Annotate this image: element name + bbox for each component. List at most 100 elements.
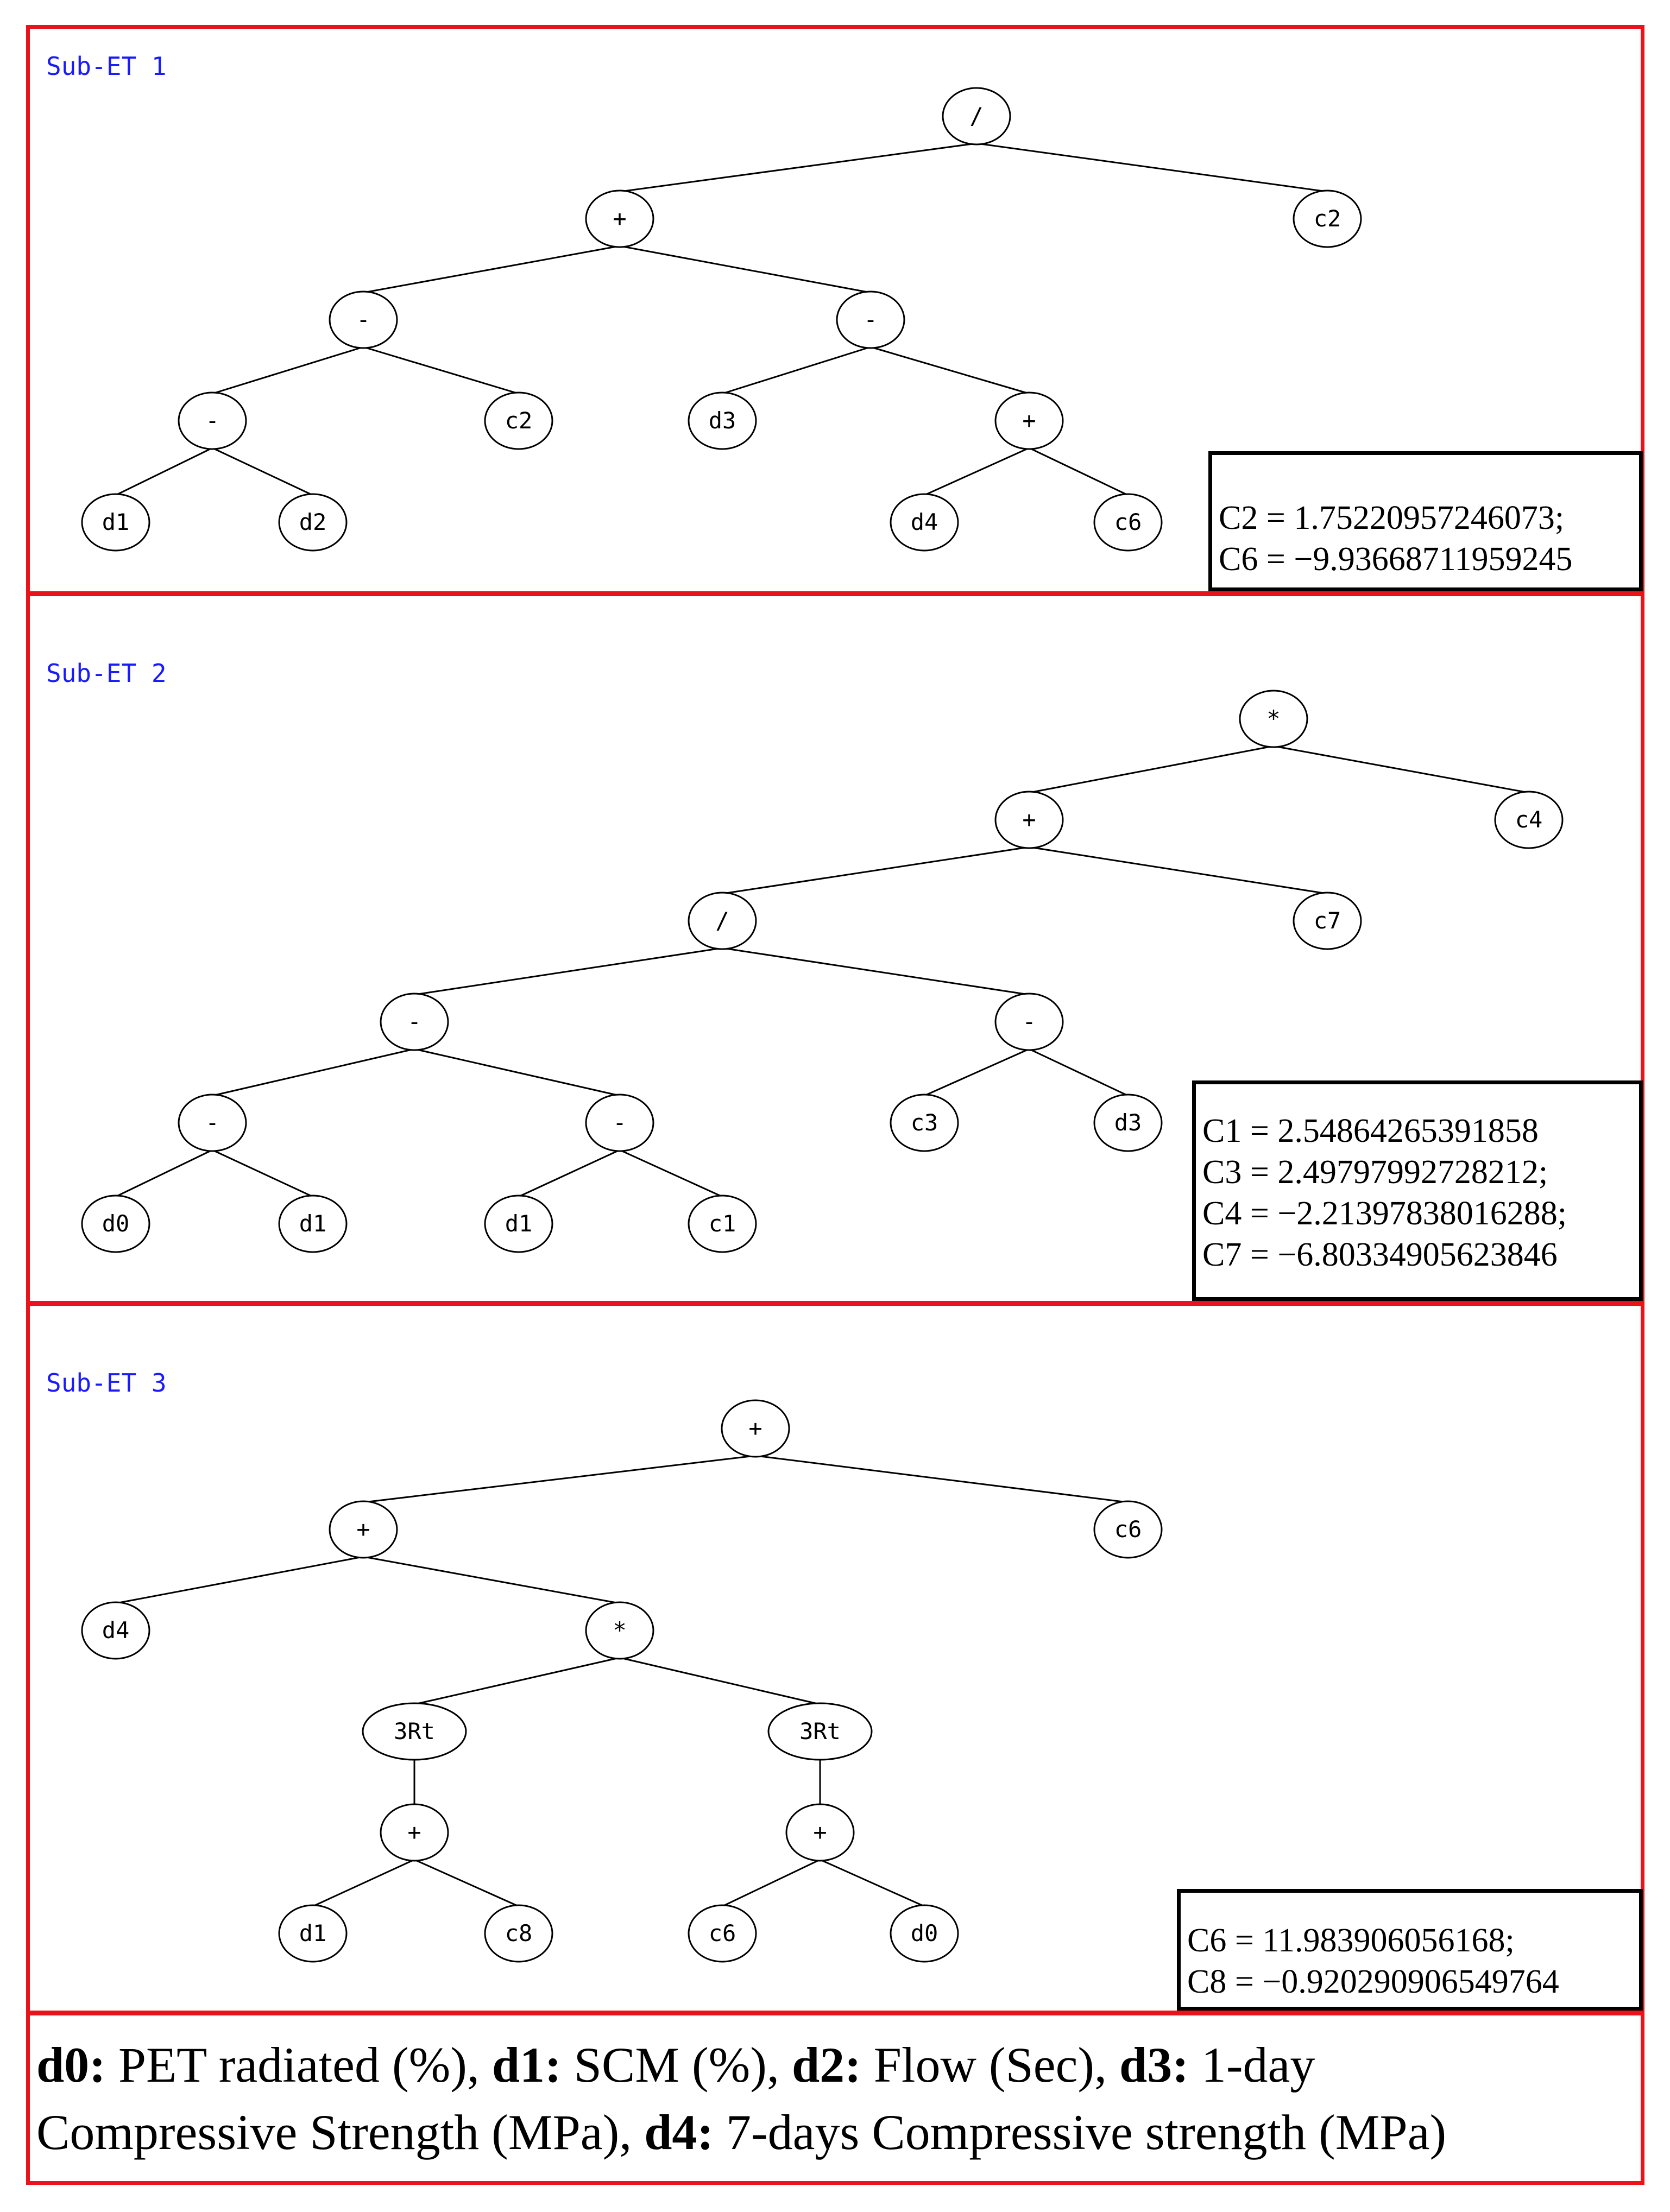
tree-edge: [115, 1149, 213, 1198]
legend-line-1: d0: PET radiated (%), d1: SCM (%), d2: F…: [36, 2035, 1315, 2095]
tree-node-label: d3: [709, 407, 736, 434]
tree-node-ellipse: [890, 1904, 959, 1963]
tree-node-label: c3: [911, 1109, 938, 1136]
tree-node-ellipse: [688, 391, 757, 450]
tree-node: c1: [688, 1195, 757, 1253]
constant-line: C3 = 2.49797992728212;: [1202, 1154, 1548, 1191]
tree-node-label: /: [969, 103, 983, 129]
tree-node-ellipse: [484, 1904, 553, 1963]
tree-node-ellipse: [890, 493, 959, 552]
tree-edge: [1029, 447, 1129, 496]
tree-node-label: d1: [299, 1920, 327, 1946]
tree-edge: [1273, 745, 1529, 794]
tree-node-label: d0: [102, 1210, 130, 1237]
tree-node-ellipse: [1093, 493, 1163, 552]
constant-line: C7 = −6.80334905623846: [1202, 1236, 1558, 1273]
legend-text-d2: Flow (Sec),: [861, 2037, 1120, 2093]
legend-text-d3: 1-day: [1188, 2037, 1315, 2093]
constant-line: C8 = −0.920290906549764: [1187, 1963, 1559, 2000]
tree-node: 3Rt: [767, 1702, 873, 1761]
tree-node-label: +: [1022, 407, 1036, 434]
constant-line: C1 = 2.54864265391858: [1202, 1113, 1539, 1149]
tree-edge: [755, 1455, 1129, 1503]
tree-node: c8: [484, 1904, 553, 1963]
tree-node-ellipse: [1239, 690, 1308, 748]
tree-node-ellipse: [278, 493, 348, 552]
tree-node-ellipse: [688, 1195, 757, 1253]
tree-edge: [619, 245, 871, 294]
tree-node: +: [585, 189, 654, 248]
tree-node-label: d3: [1114, 1109, 1142, 1136]
tree-node: 3Rt: [362, 1702, 467, 1761]
tree-edge: [870, 346, 1030, 395]
tree-node-label: c4: [1515, 806, 1543, 833]
tree-edge: [722, 947, 1030, 996]
tree-node: d3: [1093, 1094, 1163, 1152]
tree-node-ellipse: [380, 993, 449, 1051]
tree-node-ellipse: [767, 1702, 873, 1761]
tree-node-ellipse: [994, 391, 1064, 450]
tree-node: -: [994, 993, 1064, 1051]
tree-node-label: c1: [709, 1210, 736, 1237]
tree-edge: [722, 1859, 821, 1907]
tree-node: /: [688, 892, 757, 950]
tree-edge: [518, 1149, 620, 1198]
tree-node: d0: [81, 1195, 150, 1253]
tree-node-ellipse: [484, 391, 553, 450]
tree-node-label: d4: [911, 509, 938, 535]
tree-node: -: [836, 290, 905, 349]
constant-line: C6 = −9.93668711959245: [1219, 541, 1573, 578]
legend-key-d2: d2:: [791, 2037, 861, 2093]
tree-node: d0: [890, 1904, 959, 1963]
tree-node-label: -: [613, 1109, 626, 1136]
tree-node-ellipse: [81, 1601, 150, 1660]
tree-node: d1: [278, 1195, 348, 1253]
tree-node: c6: [1093, 1500, 1163, 1559]
tree-node-label: -: [205, 1109, 219, 1136]
sub-et-1-constants: C2 = 1.75220957246073; C6 = −9.936687119…: [1208, 451, 1643, 591]
tree-node: d1: [484, 1195, 553, 1253]
tree-node-ellipse: [329, 290, 398, 349]
tree-node-ellipse: [585, 189, 654, 248]
sub-et-1-label: Sub-ET 1: [46, 52, 167, 81]
sub-et-2-label: Sub-ET 2: [46, 659, 167, 688]
tree-edge: [414, 947, 723, 996]
tree-edge: [212, 1149, 313, 1198]
tree-node-label: c7: [1314, 907, 1341, 934]
tree-node: c3: [890, 1094, 959, 1152]
tree-node: *: [585, 1601, 654, 1660]
sub-et-2-constants: C1 = 2.54864265391858 C3 = 2.49797992728…: [1192, 1080, 1643, 1301]
tree-node: d4: [81, 1601, 150, 1660]
tree-edge: [414, 1657, 620, 1705]
tree-edge: [1029, 846, 1328, 895]
tree-node-ellipse: [585, 1601, 654, 1660]
tree-edge: [924, 1048, 1030, 1097]
tree-node-ellipse: [585, 1094, 654, 1152]
tree-edge: [619, 1149, 723, 1198]
tree-node-ellipse: [81, 493, 150, 552]
tree-node: -: [178, 1094, 247, 1152]
tree-node-label: -: [205, 407, 219, 434]
tree-node: c6: [1093, 493, 1163, 552]
tree-node-label: d0: [911, 1920, 938, 1946]
tree-edge: [212, 447, 313, 496]
tree-node: d3: [688, 391, 757, 450]
tree-node-ellipse: [1093, 1500, 1163, 1559]
tree-node-label: d1: [102, 509, 130, 535]
tree-node-label: -: [1022, 1008, 1036, 1035]
tree-node-ellipse: [721, 1399, 790, 1458]
tree-edge: [619, 142, 977, 193]
tree-node-label: c6: [709, 1920, 736, 1946]
tree-node: *: [1239, 690, 1308, 748]
tree-edge: [115, 447, 213, 496]
tree-node-label: d1: [505, 1210, 533, 1237]
legend-key-d0: d0:: [36, 2037, 106, 2093]
tree-edge: [722, 346, 871, 395]
tree-node-ellipse: [890, 1094, 959, 1152]
tree-node: -: [585, 1094, 654, 1152]
tree-node-label: +: [407, 1819, 421, 1846]
tree-edge: [363, 1556, 620, 1604]
tree-node: +: [994, 391, 1064, 450]
